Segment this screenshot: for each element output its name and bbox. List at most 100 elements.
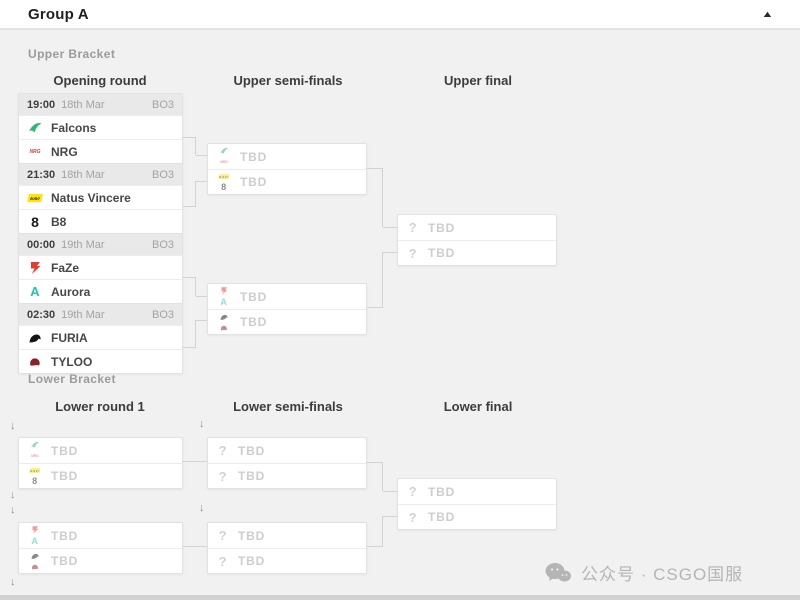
bracket-connector <box>196 296 207 297</box>
b8-glyph-text: 8 <box>221 182 227 192</box>
aurora-logo-icon: A <box>219 297 229 307</box>
upper-semi-final-1-card[interactable]: NRG TBD NAVI 8 TBD <box>207 143 367 195</box>
bracket-connector <box>383 227 397 228</box>
match-card-furia-tyloo[interactable]: 02:30 19th Mar BO3 FURIA TYLOO <box>18 303 183 374</box>
b8-logo-icon: 8 <box>30 477 40 487</box>
team-name: NRG <box>51 144 78 159</box>
navi-wordmark-text: NAVI <box>29 468 41 473</box>
bracket-connector <box>196 320 207 321</box>
bracket-connector <box>383 252 397 253</box>
aurora-logo-icon: A <box>30 536 40 546</box>
lower-round-1-card-2[interactable]: A TBD TBD <box>18 522 183 574</box>
upper-bracket-label: Upper Bracket <box>28 47 116 61</box>
nrg-logo-icon: NRG <box>27 144 43 160</box>
lower-round-1-card-1[interactable]: NRG TBD NAVI 8 TBD <box>18 437 183 489</box>
nrg-logo-icon: NRG <box>219 157 229 167</box>
lower-semi-final-2-card[interactable]: ? TBD ? TBD <box>207 522 367 574</box>
tbd-label: TBD <box>428 510 456 524</box>
match-date: 19th Mar <box>61 238 105 251</box>
tbd-label: TBD <box>240 289 268 304</box>
tbd-slot: ? TBD <box>398 215 556 240</box>
group-header: Group A ▲ <box>0 0 800 30</box>
faze-logo-icon <box>30 525 40 535</box>
tbd-label: TBD <box>238 528 266 543</box>
nrg-wordmark-text: NRG <box>29 148 41 155</box>
bracket-connector <box>183 181 196 207</box>
match-format: BO3 <box>151 308 174 321</box>
team-name: B8 <box>51 214 67 229</box>
possible-teams-navi-b8-icons: NAVI 8 <box>27 465 43 488</box>
match-card-faze-aurora[interactable]: 00:00 19th Mar BO3 FaZe A Aurora <box>18 233 183 304</box>
team-row: FURIA <box>19 325 182 349</box>
bracket-connector <box>367 516 383 547</box>
furia-logo-icon <box>30 551 40 561</box>
tbd-label: TBD <box>240 175 268 189</box>
furia-logo-icon <box>219 312 229 322</box>
team-row: TYLOO <box>19 349 182 373</box>
bracket-connector <box>183 137 196 155</box>
match-date: 18th Mar <box>61 98 105 111</box>
tbd-slot: NRG TBD <box>19 438 182 463</box>
natus-vincere-logo-icon: NAVI <box>29 466 41 476</box>
possible-teams-navi-b8-icons: NAVI 8 <box>216 171 232 194</box>
tbd-label: TBD <box>240 149 268 164</box>
bracket-connector <box>367 168 383 227</box>
unknown-team-icon: ? <box>218 443 228 458</box>
match-card-navi-b8[interactable]: 21:30 18th Mar BO3 NAVI Natus Vincere 8 … <box>18 163 183 234</box>
unknown-team-icon: ? <box>408 484 418 499</box>
tyloo-logo-icon <box>219 323 229 333</box>
tbd-slot: TBD <box>19 548 182 573</box>
unknown-team-icon: ? <box>218 553 228 569</box>
lower-bracket-label: Lower Bracket <box>28 372 116 386</box>
tbd-label: TBD <box>51 443 79 458</box>
tbd-slot: ? TBD <box>398 240 556 265</box>
match-header: 21:30 18th Mar BO3 <box>19 164 182 185</box>
drop-to-lower-arrow-icon: ↓ <box>10 504 16 516</box>
tbd-label: TBD <box>428 246 456 260</box>
unknown-team-icon: ? <box>408 220 418 235</box>
bracket-connector <box>183 277 196 296</box>
match-time: 19:00 <box>27 98 56 111</box>
match-card-falcons-nrg[interactable]: 19:00 18th Mar BO3 Falcons NRG NRG <box>18 93 183 164</box>
unknown-team-icon: ? <box>218 468 228 484</box>
collapse-caret-icon[interactable]: ▲ <box>761 9 774 19</box>
match-header: 19:00 18th Mar BO3 <box>19 94 182 115</box>
team-name: FaZe <box>51 260 80 275</box>
match-header: 02:30 19th Mar BO3 <box>19 304 182 325</box>
b8-logo-icon: 8 <box>219 183 229 193</box>
bracket-connector <box>383 491 397 492</box>
match-date: 18th Mar <box>61 168 105 181</box>
tbd-slot: ? TBD <box>398 479 556 504</box>
match-time: 02:30 <box>27 308 56 321</box>
tyloo-logo-icon <box>27 354 43 370</box>
team-name: TYLOO <box>51 354 93 369</box>
natus-vincere-logo-icon: NAVI <box>218 172 230 182</box>
drop-to-lower-arrow-icon: ↓ <box>199 418 205 430</box>
tbd-label: TBD <box>238 554 266 568</box>
tbd-slot: NAVI 8 TBD <box>208 169 366 194</box>
team-row: A Aurora <box>19 279 182 303</box>
aurora-glyph-text: A <box>30 284 40 299</box>
b8-logo-icon: 8 <box>27 214 43 230</box>
lower-final-card[interactable]: ? TBD ? TBD <box>397 478 557 530</box>
falcons-logo-icon <box>27 120 43 136</box>
unknown-team-icon: ? <box>218 528 228 543</box>
nrg-wordmark-text: NRG <box>31 454 39 458</box>
bracket-connector <box>196 181 207 182</box>
drop-to-lower-arrow-icon: ↓ <box>199 502 205 514</box>
furia-logo-icon <box>27 330 43 346</box>
tbd-label: TBD <box>51 554 79 568</box>
team-name: Natus Vincere <box>51 190 131 205</box>
tyloo-logo-icon <box>30 562 40 572</box>
unknown-team-icon: ? <box>408 509 418 525</box>
lower-semi-final-1-card[interactable]: ? TBD ? TBD <box>207 437 367 489</box>
tbd-slot: A TBD <box>208 284 366 309</box>
possible-teams-falcons-nrg-icons: NRG <box>216 145 232 168</box>
watermark-text: 公众号 · CSGO国服 <box>581 565 744 584</box>
column-header-lower-round-1: Lower round 1 <box>55 399 145 414</box>
aurora-glyph-text: A <box>220 296 228 307</box>
upper-final-card[interactable]: ? TBD ? TBD <box>397 214 557 266</box>
column-header-upper-final: Upper final <box>444 73 512 88</box>
upper-semi-final-2-card[interactable]: A TBD TBD <box>207 283 367 335</box>
